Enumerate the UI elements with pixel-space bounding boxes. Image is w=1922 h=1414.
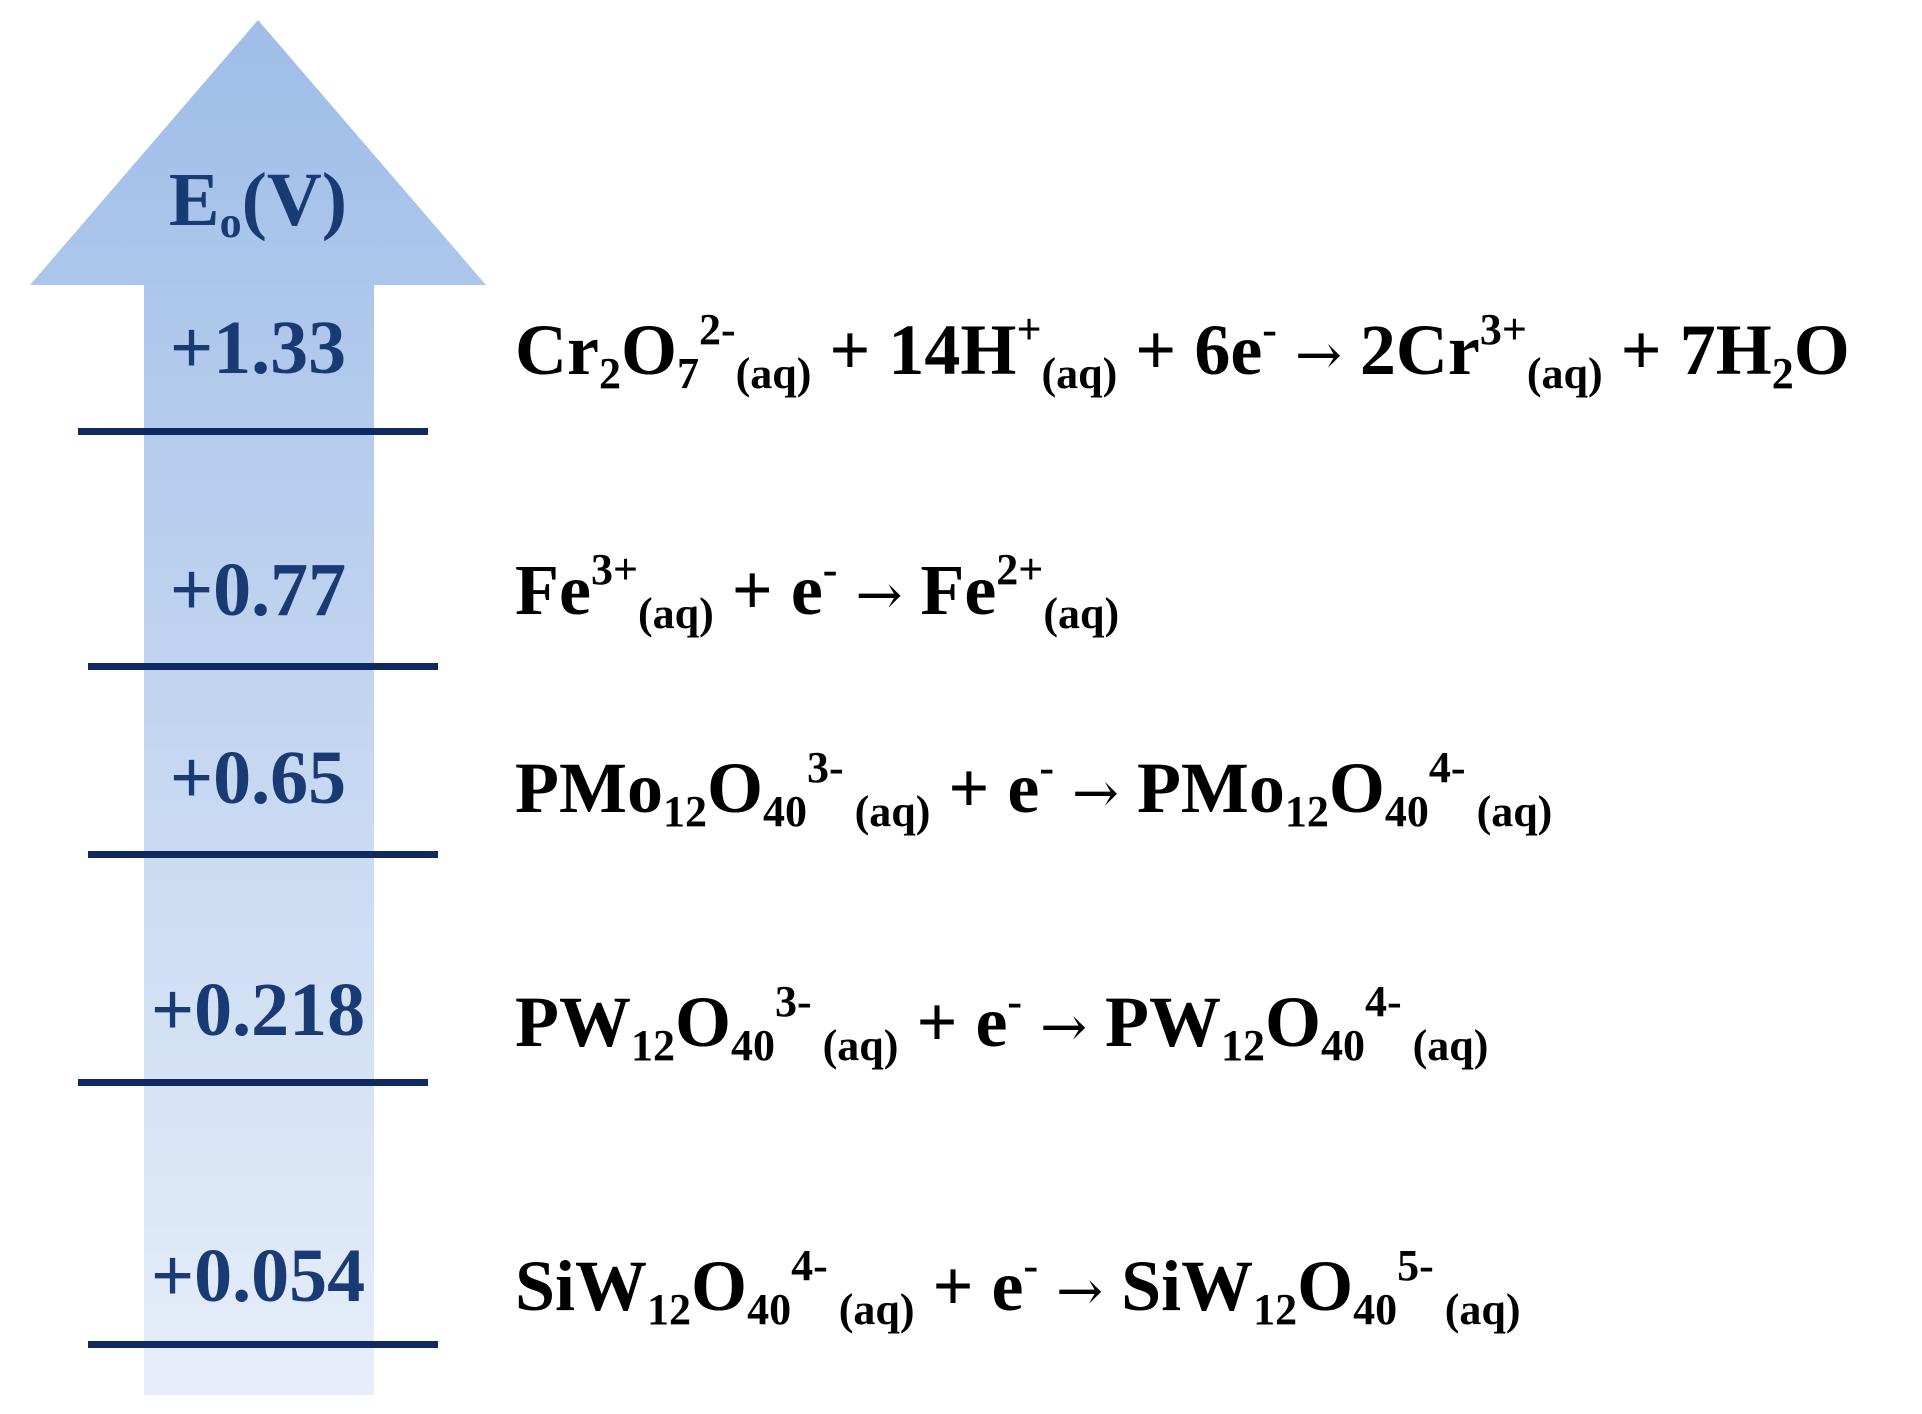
level-divider: [88, 663, 438, 670]
subscript: 12: [662, 787, 707, 836]
formula-text: Fe: [515, 550, 591, 630]
subscript: (aq): [1401, 1021, 1489, 1070]
formula-text: PW: [515, 982, 631, 1062]
formula-text: O: [1297, 1246, 1354, 1326]
subscript: 12: [1220, 1021, 1265, 1070]
formula-text: O: [706, 748, 763, 828]
potential-value: +0.65: [169, 736, 347, 820]
formula-text: O: [620, 310, 677, 390]
reaction-arrow-icon: →: [1040, 995, 1087, 1060]
formula-text: O: [1264, 982, 1321, 1062]
formula-text: Fe: [920, 550, 997, 630]
superscript: 4-: [1428, 743, 1466, 792]
half-reaction: PW12O403- (aq) + e-→PW12O404- (aq): [515, 980, 1488, 1068]
axis-symbol: E: [168, 158, 220, 242]
half-reaction: SiW12O404- (aq) + e-→SiW12O405- (aq): [515, 1244, 1521, 1332]
formula-text: + e: [914, 1246, 1024, 1326]
potential-value: +0.054: [150, 1234, 366, 1318]
reaction-arrow-icon: →: [1294, 323, 1342, 388]
level-divider: [88, 1341, 438, 1348]
subscript: 40: [762, 787, 807, 836]
subscript: (aq): [1433, 1285, 1521, 1334]
level-divider: [78, 428, 428, 435]
formula-text: O: [1793, 310, 1850, 390]
subscript: (aq): [1526, 349, 1603, 398]
subscript: 12: [1253, 1285, 1298, 1334]
superscript: 4-: [1365, 977, 1402, 1026]
potential-value: +0.77: [169, 548, 347, 632]
half-reaction: PMo12O403- (aq) + e-→PMo12O404- (aq): [515, 746, 1552, 834]
axis-unit: (V): [241, 158, 348, 242]
superscript: 3+: [590, 545, 639, 594]
formula-text: PW: [1105, 982, 1221, 1062]
formula-text: + e: [713, 550, 823, 630]
superscript: -: [1007, 977, 1023, 1026]
subscript: 12: [1284, 787, 1329, 836]
formula-text: PMo: [515, 748, 663, 828]
superscript: -: [1023, 1241, 1039, 1290]
superscript: 5-: [1397, 1241, 1434, 1290]
potential-value: +1.33: [169, 306, 347, 390]
half-reaction: Fe3+(aq) + e-→Fe2+(aq): [515, 548, 1119, 636]
subscript: 12: [630, 1021, 675, 1070]
formula-text: SiW: [1121, 1246, 1254, 1326]
formula-text: 2Cr: [1359, 310, 1480, 390]
superscript: 3-: [775, 977, 812, 1026]
formula-text: O: [1328, 748, 1385, 828]
potential-value: +0.218: [150, 968, 366, 1052]
subscript: (aq): [1041, 349, 1118, 398]
half-reaction: Cr2O72-(aq) + 14H+(aq) + 6e-→2Cr3+(aq) +…: [515, 308, 1850, 396]
reaction-arrow-icon: →: [1056, 1259, 1104, 1324]
subscript: (aq): [1465, 787, 1553, 836]
formula-text: Cr: [515, 310, 599, 390]
superscript: 4-: [791, 1241, 828, 1290]
subscript: 40: [747, 1285, 792, 1334]
superscript: 3+: [1479, 305, 1527, 354]
subscript: (aq): [735, 349, 812, 398]
subscript: 40: [1321, 1021, 1365, 1070]
reaction-arrow-icon: →: [1072, 761, 1119, 826]
arrow-shape: [30, 20, 486, 1395]
axis-label: Eo(V): [138, 162, 378, 245]
formula-text: SiW: [515, 1246, 648, 1326]
subscript: 2: [598, 349, 621, 398]
superscript: -: [1262, 305, 1277, 354]
formula-text: O: [691, 1246, 748, 1326]
superscript: +: [1016, 305, 1042, 354]
subscript: 7: [676, 349, 699, 398]
superscript: 3-: [806, 743, 844, 792]
subscript: 40: [1384, 787, 1429, 836]
subscript: 12: [647, 1285, 692, 1334]
axis-subscript: o: [219, 198, 242, 247]
subscript: (aq): [827, 1285, 915, 1334]
superscript: 2+: [996, 545, 1044, 594]
subscript: 2: [1771, 349, 1794, 398]
level-divider: [88, 851, 438, 858]
formula-text: PMo: [1136, 748, 1285, 828]
superscript: -: [1039, 743, 1055, 792]
subscript: (aq): [1043, 589, 1120, 638]
level-divider: [78, 1079, 428, 1086]
formula-text: + e: [898, 982, 1008, 1062]
subscript: 40: [1353, 1285, 1398, 1334]
formula-text: + 6e: [1117, 310, 1263, 390]
formula-text: + 14H: [811, 310, 1017, 390]
formula-text: O: [674, 982, 731, 1062]
formula-text: + 7H: [1602, 310, 1772, 390]
subscript: (aq): [811, 1021, 899, 1070]
reaction-arrow-icon: →: [855, 563, 903, 628]
subscript: (aq): [843, 787, 931, 836]
formula-text: + e: [930, 748, 1040, 828]
superscript: -: [822, 545, 838, 594]
superscript: 2-: [698, 305, 736, 354]
subscript: 40: [731, 1021, 775, 1070]
subscript: (aq): [638, 589, 714, 638]
